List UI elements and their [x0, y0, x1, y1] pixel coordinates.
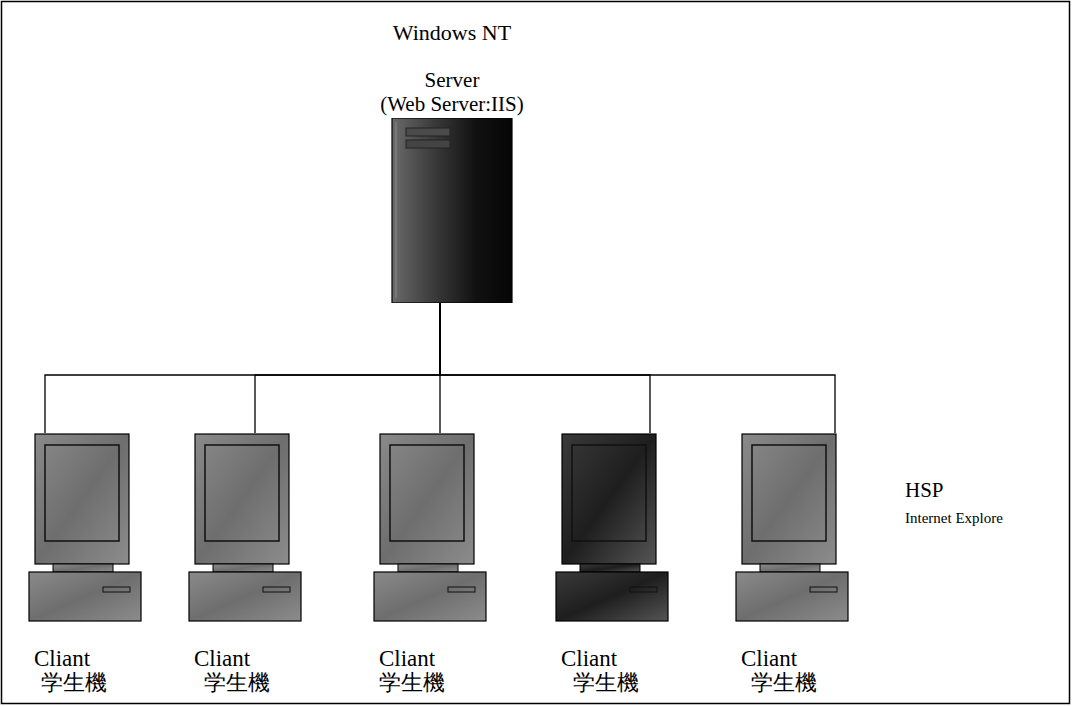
client-node: Cliant学生機: [188, 433, 303, 695]
client-label: Cliant: [373, 647, 488, 671]
client-computer: [188, 433, 303, 623]
client-node: Cliant学生機: [28, 433, 143, 695]
client-node: Cliant学生機: [373, 433, 488, 695]
client-label: Cliant: [188, 647, 303, 671]
network-line: [440, 303, 835, 433]
client-label: 学生機: [555, 671, 670, 695]
client-label: 学生機: [28, 671, 143, 695]
server-node: Windows NT Server(Web Server:IIS): [352, 20, 552, 303]
client-label: Cliant: [28, 647, 143, 671]
server-label: Server: [352, 68, 552, 92]
client-label: Cliant: [555, 647, 670, 671]
client-label: Cliant: [735, 647, 850, 671]
software-label: HSP: [905, 478, 944, 503]
client-label: 学生機: [188, 671, 303, 695]
server-tower: [352, 118, 552, 303]
server-label: (Web Server:IIS): [352, 92, 552, 116]
client-computer: [28, 433, 143, 623]
network-line: [45, 303, 440, 433]
network-line: [255, 303, 440, 433]
client-computer: [555, 433, 670, 623]
client-computer: [373, 433, 488, 623]
network-line: [440, 303, 650, 433]
os-name: Windows NT: [352, 20, 552, 46]
client-computer: [735, 433, 850, 623]
client-node: Cliant学生機: [555, 433, 670, 695]
client-label: 学生機: [373, 671, 488, 695]
client-label: 学生機: [735, 671, 850, 695]
client-node: Cliant学生機: [735, 433, 850, 695]
browser-label: Internet Explore: [905, 510, 1003, 527]
